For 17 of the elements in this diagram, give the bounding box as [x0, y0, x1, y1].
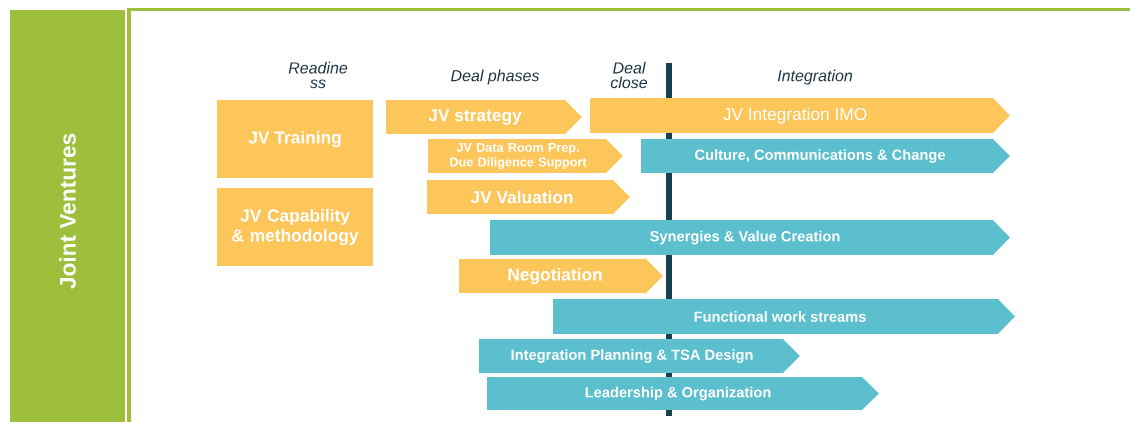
- phase-heading: Deal close: [610, 61, 648, 89]
- node-label: Joint Ventures: [59, 133, 76, 289]
- chevron-bar: Functional work streams: [553, 299, 1015, 334]
- chevron-bar: JV Valuation: [427, 180, 630, 214]
- phase-box: JV Capability & methodology: [217, 188, 373, 266]
- chevron-bar: Integration Planning & TSA Design: [479, 339, 800, 373]
- phase-box: JV Training: [217, 100, 373, 178]
- chevron-bar: JV strategy: [386, 100, 582, 134]
- chevron-bar: JV Integration IMO: [590, 98, 1010, 133]
- title-band: Joint Ventures: [10, 10, 125, 422]
- phase-heading: Deal phases: [451, 69, 540, 85]
- chevron-bar: Synergies & Value Creation: [490, 220, 1010, 255]
- phase-heading: Readine ss: [288, 61, 348, 89]
- chevron-bar: Negotiation: [459, 259, 663, 293]
- chevron-bar: Culture, Communications & Change: [641, 139, 1010, 173]
- chevron-bar: JV Data Room Prep. Due Diligence Support: [428, 139, 623, 173]
- chevron-bar: Leadership & Organization: [487, 377, 879, 410]
